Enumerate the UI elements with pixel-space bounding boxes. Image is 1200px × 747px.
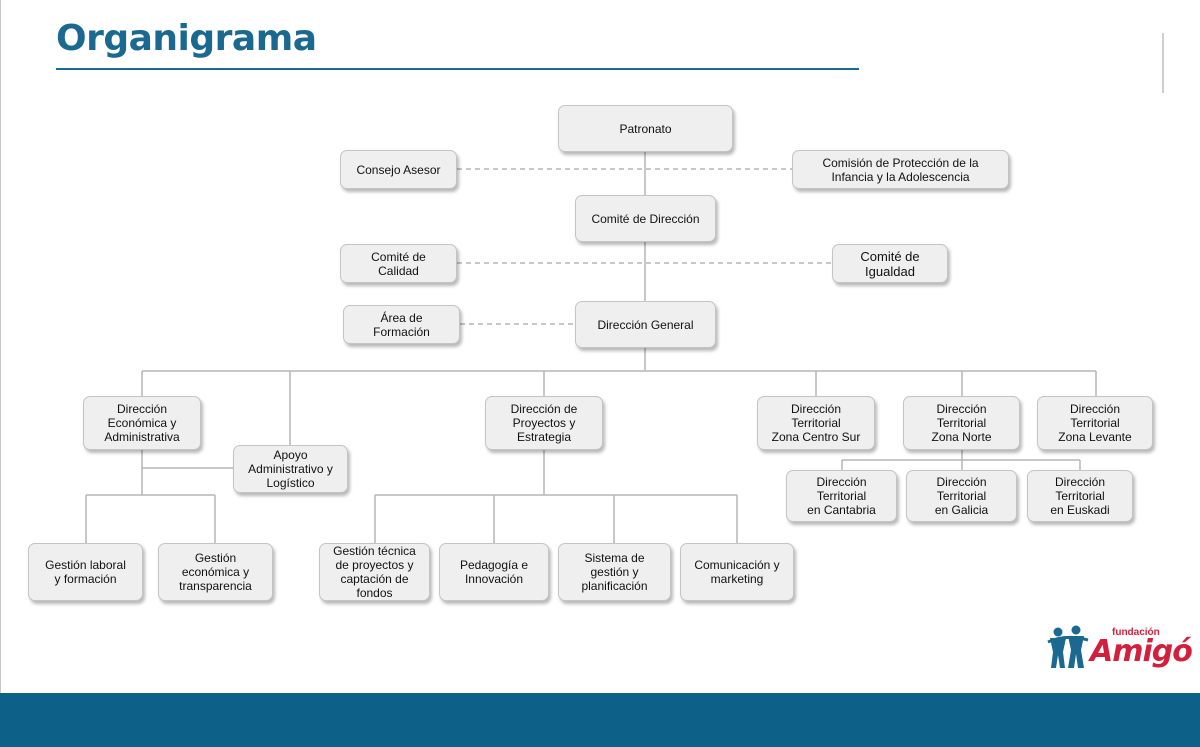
node-pedagogia: Pedagogía e Innovación — [439, 543, 549, 601]
node-comision-proteccion: Comisión de Protección de la Infancia y … — [792, 150, 1009, 189]
node-comite-igualdad: Comité de Igualdad — [832, 244, 948, 283]
node-direccion-economica: Dirección Económica y Administrativa — [83, 396, 201, 450]
node-comite-direccion: Comité de Dirección — [575, 195, 716, 242]
node-consejo-asesor: Consejo Asesor — [340, 150, 457, 189]
title-underline — [56, 68, 859, 70]
node-patronato: Patronato — [558, 105, 733, 152]
node-direccion-proyectos: Dirección de Proyectos y Estrategia — [485, 396, 603, 450]
node-sistema-gestion: Sistema de gestión y planificación — [558, 543, 671, 601]
node-gestion-tecnica: Gestión técnica de proyectos y captación… — [319, 543, 430, 601]
node-gestion-laboral: Gestión laboral y formación — [28, 543, 143, 601]
node-apoyo-administrativo: Apoyo Administrativo y Logístico — [233, 445, 348, 493]
logo-small-text: fundación — [1112, 627, 1160, 638]
node-dt-norte: Dirección Territorial Zona Norte — [903, 396, 1020, 450]
node-dt-euskadi: Dirección Territorial en Euskadi — [1027, 470, 1133, 522]
node-gestion-economica: Gestión económica y transparencia — [158, 543, 273, 601]
node-dt-centro-sur: Dirección Territorial Zona Centro Sur — [757, 396, 875, 450]
fundacion-amigo-logo — [1047, 625, 1089, 668]
node-dt-levante: Dirección Territorial Zona Levante — [1037, 396, 1153, 450]
node-dt-galicia: Dirección Territorial en Galicia — [906, 470, 1017, 522]
left-edge-line — [0, 0, 1, 693]
page-title: Organigrama — [56, 18, 317, 59]
logo-brand-text: Amigó — [1090, 634, 1193, 669]
node-area-formacion: Área de Formación — [343, 305, 460, 344]
footer-band — [0, 693, 1200, 747]
node-comunicacion: Comunicación y marketing — [680, 543, 794, 601]
right-divider — [1162, 33, 1164, 93]
node-dt-cantabria: Dirección Territorial en Cantabria — [786, 470, 897, 522]
node-direccion-general: Dirección General — [575, 301, 716, 348]
node-comite-calidad: Comité de Calidad — [340, 244, 457, 283]
